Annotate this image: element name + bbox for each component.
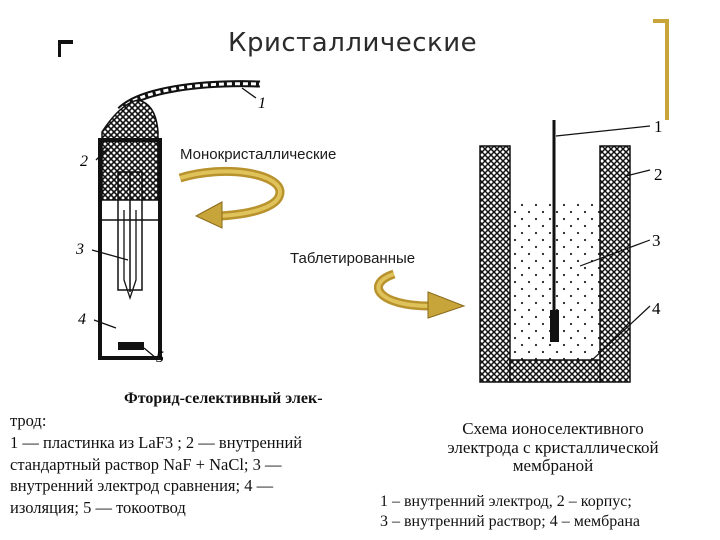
right-legend-line-2: 3 – внутренний раствор; 4 – мембрана xyxy=(380,513,640,530)
right-caption-line-1: Схема ионоселективного xyxy=(462,419,644,438)
left-caption-line-1: трод: xyxy=(10,411,47,430)
corner-mark-icon xyxy=(58,40,73,57)
left-caption-line-5: изоляция; 5 — токоотвод xyxy=(10,498,186,518)
right-caption-line-2: электрода с кристаллической xyxy=(447,437,659,457)
left-callout-1: 5 xyxy=(156,349,164,366)
left-caption-line-3: стандартный раствор NaF + NaCl; 3 — xyxy=(10,454,282,474)
right-caption: Схема ионоселективного электрода с крист… xyxy=(386,419,720,476)
fluoride-electrode-figure: 1 2 3 4 5 xyxy=(75,80,266,366)
left-callout-5: 1 xyxy=(258,95,266,112)
inner-solution xyxy=(510,200,610,360)
slide-title: Кристаллические xyxy=(228,28,478,58)
right-caption-line-3: мембраной xyxy=(512,456,594,476)
left-callout-2: 4 xyxy=(78,311,86,328)
left-caption-title: Фторид-селективный элек- xyxy=(124,390,323,407)
vessel-wall-left xyxy=(479,145,511,383)
left-callout-3: 3 xyxy=(75,241,84,258)
vessel-wall-right xyxy=(599,145,631,383)
callout-leaders xyxy=(91,87,257,359)
electrode-tip xyxy=(550,310,559,342)
right-callout-2: 2 xyxy=(654,165,663,184)
right-legend-line-1: 1 – внутренний электрод, 2 – корпус; xyxy=(380,493,632,510)
right-legend: 1 – внутренний электрод, 2 – корпус; 3 –… xyxy=(380,492,716,532)
bracket-accent-icon xyxy=(653,19,669,120)
laf3-plate xyxy=(118,342,144,350)
insulation-cap xyxy=(101,99,159,201)
left-caption: трод: 1 — пластинка из LaF3 ; 2 — внутре… xyxy=(10,410,302,519)
ion-selective-electrode-figure: 1 2 3 4 xyxy=(479,117,663,383)
curved-arrow-left-icon xyxy=(178,166,285,229)
left-caption-line-4: внутренний электрод сравнения; 4 — xyxy=(10,476,274,496)
reference-electrode xyxy=(123,210,137,301)
mono-label: Монокристаллические xyxy=(180,146,337,163)
right-callout-4: 4 xyxy=(652,299,661,318)
tablet-label: Таблетированные xyxy=(290,250,416,267)
right-callout-leaders xyxy=(555,125,651,363)
right-callout-1: 1 xyxy=(654,117,663,136)
crystal-membrane xyxy=(509,359,601,383)
right-callout-3: 3 xyxy=(652,231,661,250)
left-caption-line-2: 1 — пластинка из LaF3 ; 2 — внутренний xyxy=(10,432,303,452)
curved-arrow-right-icon xyxy=(374,269,466,319)
left-callout-4: 2 xyxy=(80,153,88,170)
electrode-body xyxy=(98,138,162,360)
